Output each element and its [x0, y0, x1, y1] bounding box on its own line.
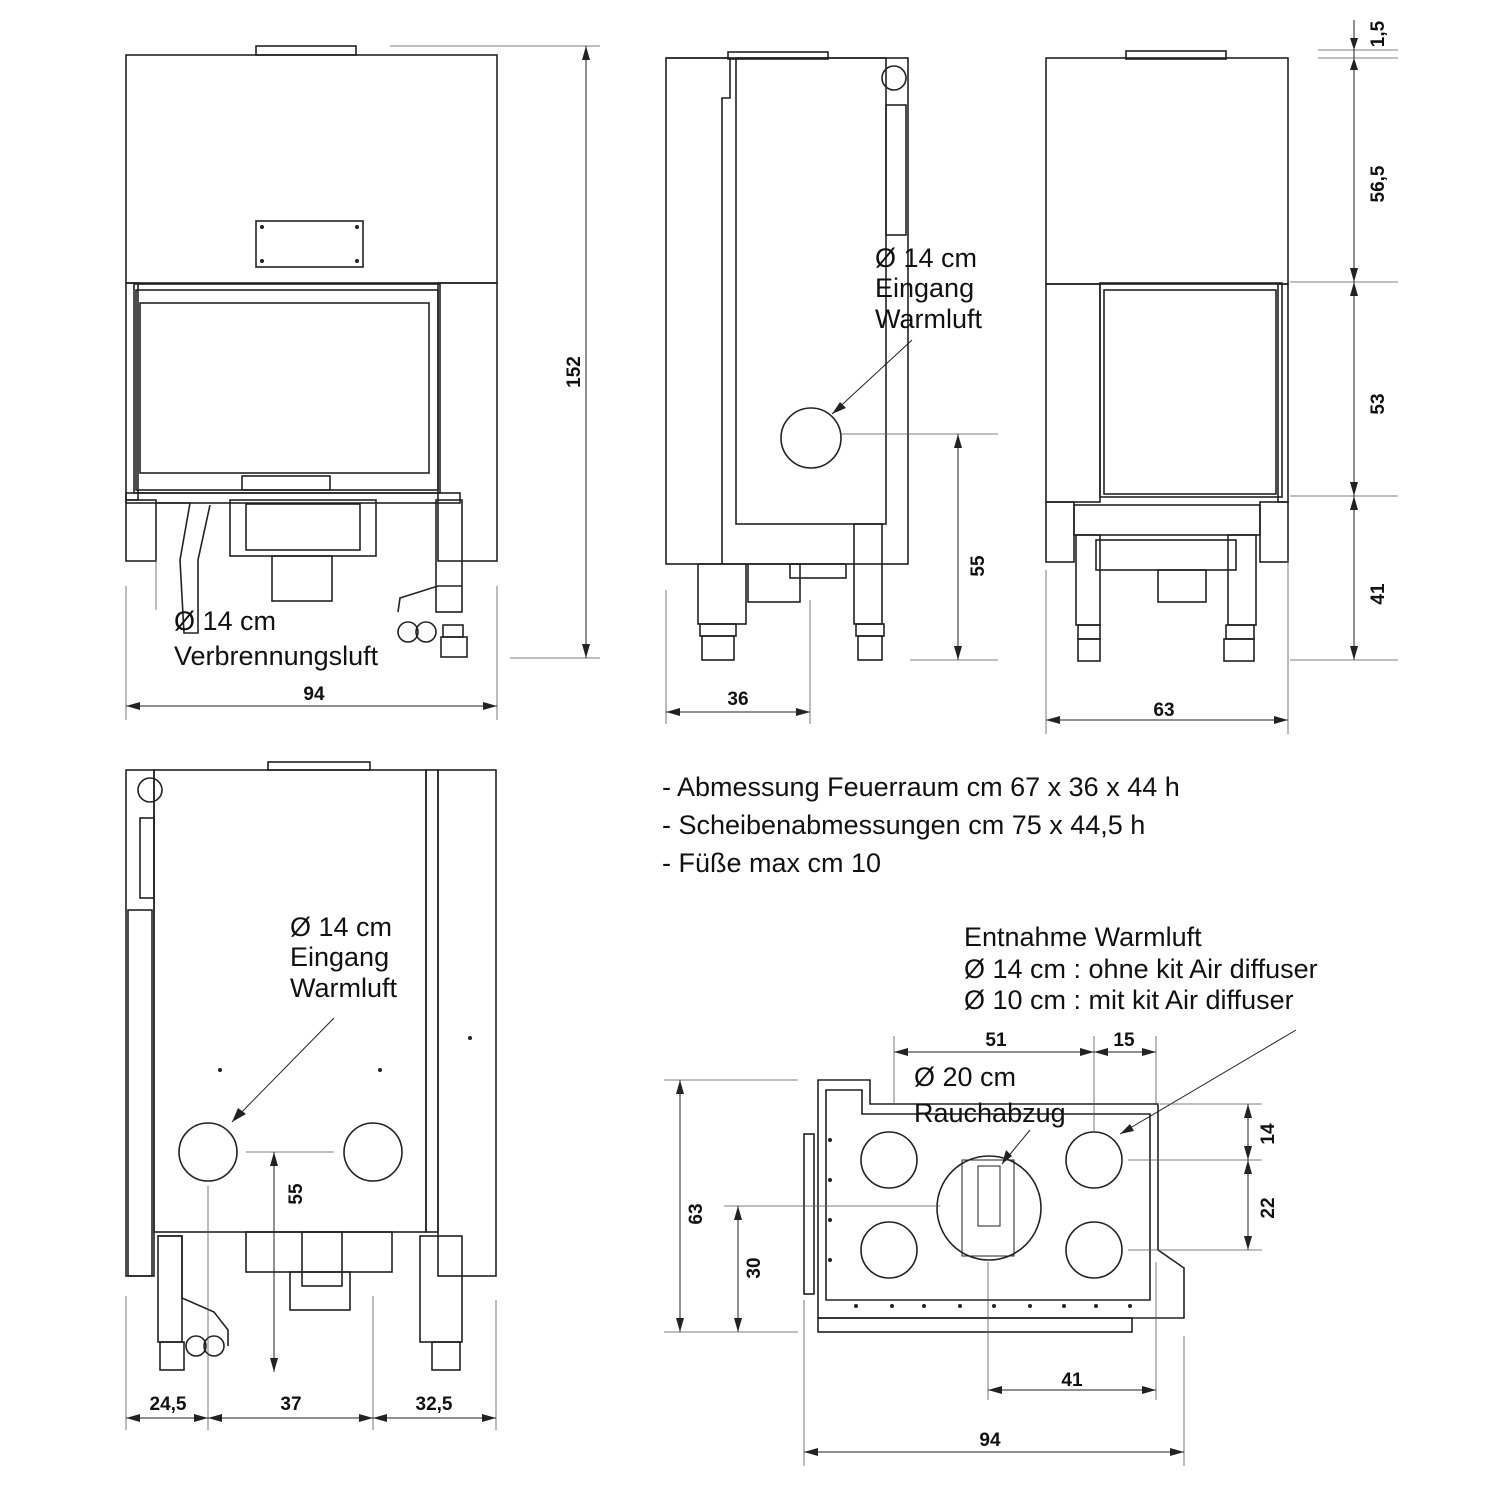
- note-feet: - Füße max cm 10: [662, 848, 882, 878]
- top-dim-15: 15: [1113, 1030, 1135, 1051]
- front-width-dim: 94: [303, 684, 325, 705]
- right-dim-4: 41: [1368, 583, 1389, 605]
- back-inlet-label-3: Warmluft: [290, 973, 397, 1003]
- top-dim-22: 22: [1258, 1197, 1279, 1218]
- back-dim-left: 24,5: [150, 1394, 187, 1415]
- top-dim-14: 14: [1258, 1123, 1279, 1145]
- top-view-rivets: [828, 1138, 1132, 1308]
- top-dim-51: 51: [985, 1030, 1007, 1051]
- flue-label-1: Ø 20 cm: [914, 1062, 1016, 1092]
- side-inlet-label-1: Ø 14 cm: [875, 243, 977, 273]
- combustion-air-label-2: Verbrennungsluft: [174, 641, 379, 671]
- side-view: Ø 14 cm Eingang Warmluft 55 36: [665, 51, 998, 724]
- back-inlet-height-dim: 55: [286, 1183, 307, 1205]
- front-height-dim: 152: [564, 356, 585, 388]
- back-dim-right: 32,5: [416, 1394, 453, 1415]
- side-inlet-label-2: Eingang: [875, 273, 974, 303]
- right-width-dim: 63: [1153, 700, 1174, 721]
- top-dim-30: 30: [744, 1257, 765, 1278]
- right-dim-2: 56,5: [1368, 165, 1389, 202]
- right-dim-1: 1,5: [1368, 20, 1389, 47]
- spec-notes: - Abmessung Feuerraum cm 67 x 36 x 44 h …: [662, 768, 1180, 882]
- back-inlet-label-2: Eingang: [290, 942, 389, 972]
- right-view: 1,5 56,5 53 41 63: [1045, 20, 1398, 734]
- side-inlet-label-3: Warmluft: [875, 304, 982, 334]
- front-view: 152 94 Ø 14 cm Verbrennungsluft: [125, 45, 600, 720]
- flue-label-2: Rauchabzug: [914, 1098, 1066, 1128]
- right-dim-3: 53: [1368, 393, 1389, 414]
- back-dim-center: 37: [280, 1394, 301, 1415]
- note-glass: - Scheibenabmessungen cm 75 x 44,5 h: [662, 810, 1146, 840]
- side-inlet-height-dim: 55: [968, 555, 989, 577]
- warm-air-line-3: Ø 10 cm : mit kit Air diffuser: [964, 985, 1294, 1015]
- top-dim-94: 94: [979, 1430, 1001, 1451]
- warm-air-line-2: Ø 14 cm : ohne kit Air diffuser: [964, 954, 1318, 984]
- note-firebox: - Abmessung Feuerraum cm 67 x 36 x 44 h: [662, 772, 1180, 802]
- warm-air-heading: Entnahme Warmluft: [964, 922, 1202, 952]
- combustion-air-label-1: Ø 14 cm: [174, 606, 276, 636]
- side-width-dim: 36: [727, 689, 748, 710]
- top-dim-63: 63: [686, 1203, 707, 1224]
- back-view: Ø 14 cm Eingang Warmluft 55 24,5 37 32,5: [125, 761, 497, 1430]
- top-view: Entnahme Warmluft Ø 14 cm : ohne kit Air…: [664, 922, 1318, 1466]
- top-dim-41: 41: [1061, 1370, 1083, 1391]
- back-inlet-label-1: Ø 14 cm: [290, 912, 392, 942]
